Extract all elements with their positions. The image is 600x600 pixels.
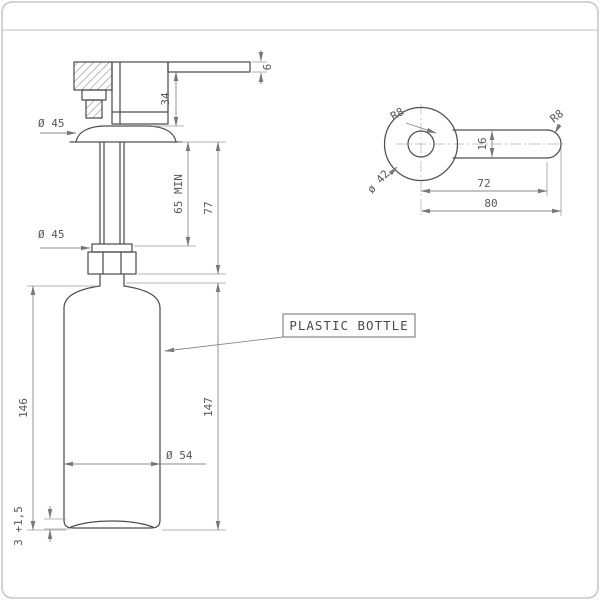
pump-hole-circle <box>407 130 435 158</box>
bottle-shoulder-left <box>63 285 101 309</box>
bottle-base-recess-line <box>70 520 154 528</box>
dim-escutcheon-diameter: Ø 45 <box>38 117 65 130</box>
pump-head <box>111 61 251 125</box>
dim-overall-height: 147 <box>202 397 215 417</box>
dim-flange-diameter: ø 42 <box>365 167 392 195</box>
dimension-overall-height: 147 <box>126 282 226 531</box>
dimension-neck-radius: R8 <box>388 105 437 134</box>
dim-neck-radius: R8 <box>388 105 406 123</box>
leader-line <box>554 123 562 134</box>
escutcheon-dome <box>75 125 177 143</box>
dimension-bottle-height: 146 <box>17 285 96 531</box>
bottle-shoulder-right <box>123 285 161 309</box>
callout-box <box>282 313 416 338</box>
dim-bottle-diameter: Ø 54 <box>166 449 193 462</box>
dim-collar-diameter: Ø 45 <box>38 228 65 241</box>
side-view: 6 34 Ø 45 65 MIN 77 Ø 45 <box>12 50 416 546</box>
dim-bottle-height: 146 <box>17 398 30 418</box>
dim-base-recess: 3 +1,5 <box>12 506 25 546</box>
plastic-bottle <box>63 273 161 529</box>
dimension-escutcheon-diameter: Ø 45 <box>38 117 77 136</box>
dim-reach-to-tip-center: 72 <box>477 177 490 190</box>
nut-body <box>87 251 137 275</box>
dimension-reach-to-tip-center: 72 <box>420 162 548 196</box>
escutcheon <box>69 125 183 143</box>
spout-arm <box>167 61 251 73</box>
dim-spout-width: 16 <box>476 137 489 150</box>
top-view: R8 R8 ø 42 16 72 80 <box>365 104 566 216</box>
dimension-spout-width: 16 <box>476 130 495 158</box>
dim-spout-height: 6 <box>261 64 274 71</box>
callout-leader-line <box>164 336 284 353</box>
dim-shank-length: 77 <box>202 201 215 214</box>
spout-tip-arc <box>546 129 562 159</box>
dimension-bottle-diameter: Ø 54 <box>63 449 206 467</box>
clamp-mid-section <box>81 89 107 101</box>
dim-head-offset: 34 <box>159 92 172 106</box>
flange-circle <box>383 106 459 182</box>
dim-tip-radius: R8 <box>548 107 566 125</box>
mounting-clamp <box>73 61 113 119</box>
dimension-spout-height: 6 <box>252 50 274 84</box>
dimension-thread-min-length: 65 MIN <box>134 141 226 247</box>
clamp-upper-section <box>73 61 113 91</box>
leader-line <box>405 122 437 134</box>
dim-thread-min-length: 65 MIN <box>172 174 185 214</box>
leader-line <box>387 166 398 177</box>
dimension-reach-overall: 80 <box>420 148 562 216</box>
dim-reach-overall: 80 <box>484 197 497 210</box>
dimension-shank-length: 77 <box>138 141 226 275</box>
locking-nut <box>87 243 137 275</box>
dimension-flange-diameter: ø 42 <box>365 166 398 196</box>
bottle-base <box>63 519 161 529</box>
callout-label: PLASTIC BOTTLE <box>289 318 408 333</box>
threaded-shank <box>99 141 125 245</box>
dimension-base-recess: 3 +1,5 <box>12 506 70 546</box>
dimension-tip-radius: R8 <box>548 107 566 134</box>
dimension-head-offset: 34 <box>152 71 184 127</box>
collar-washer <box>91 243 133 253</box>
pump-body <box>111 61 169 125</box>
dimension-collar-diameter: Ø 45 <box>38 228 91 251</box>
plastic-bottle-callout: PLASTIC BOTTLE <box>164 313 416 353</box>
clamp-lower-section <box>85 99 103 119</box>
